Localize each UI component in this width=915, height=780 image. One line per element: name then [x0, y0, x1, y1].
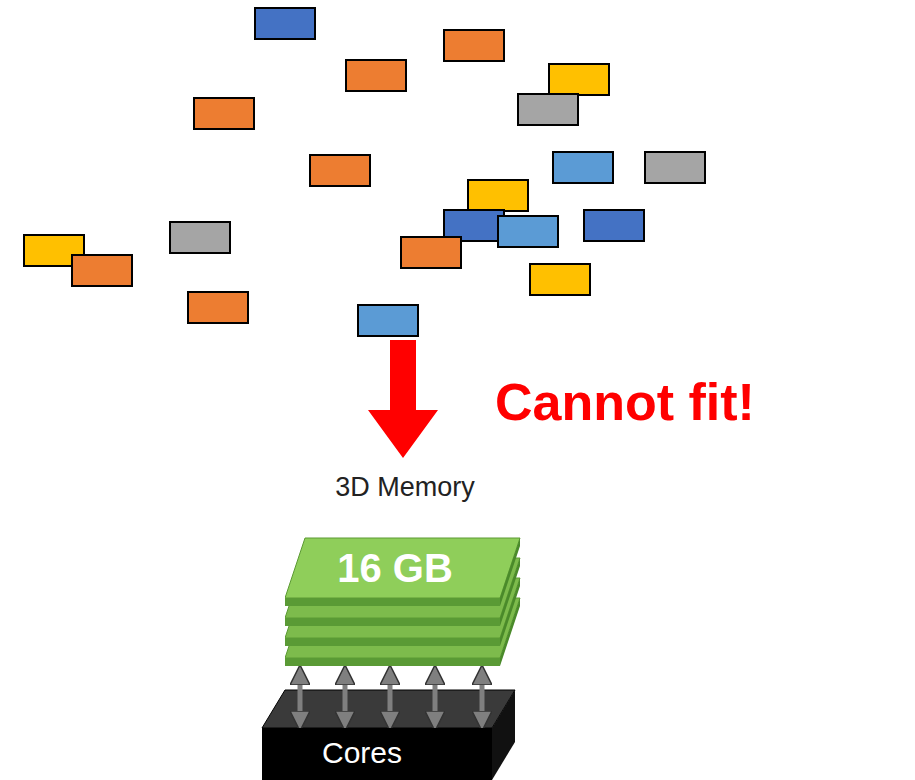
bus-arrow: [433, 670, 438, 726]
warning-label: Cannot fit!: [495, 372, 755, 432]
red-arrow: [368, 340, 438, 458]
cores-text: Cores: [262, 736, 462, 770]
bus-arrow: [298, 670, 303, 726]
memory-stack: 3D Memory 16 GB: [285, 468, 525, 668]
capacity-text: 16 GB: [285, 546, 505, 591]
memory-heading: 3D Memory: [285, 472, 525, 503]
cores-side-face: [492, 690, 515, 780]
bus-arrow: [388, 670, 393, 726]
bus-arrow: [480, 670, 485, 726]
cores-block: Cores: [262, 728, 492, 780]
bus-arrow: [343, 670, 348, 726]
